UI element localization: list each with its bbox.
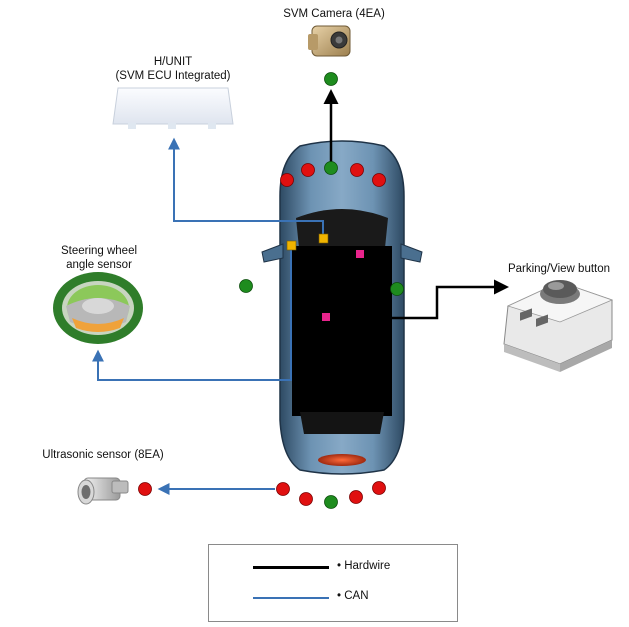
- front-camera-dot: [324, 161, 338, 175]
- legend-hardwire-label: • Hardwire: [337, 560, 391, 572]
- svm-camera-icon: [308, 25, 351, 57]
- vehicle-top-view: [261, 140, 423, 475]
- parking-view-button-icon: [503, 280, 614, 372]
- legend-can-swatch: [253, 597, 329, 599]
- steering-sensor-label: Steering wheel: [60, 245, 138, 257]
- front-ultrasonic-dot: [280, 173, 294, 187]
- ultrasonic-sensor-label: Ultrasonic sensor (8EA): [42, 449, 164, 461]
- rear-camera-dot: [324, 495, 338, 509]
- svm-camera-label: SVM Camera (4EA): [283, 8, 385, 20]
- ecu-module-square: [318, 233, 329, 244]
- legend-hardwire-swatch: [253, 566, 329, 569]
- rear-ultrasonic-dot: [276, 482, 290, 496]
- steering-wheel-icon: [53, 272, 143, 344]
- right-camera-dot: [390, 282, 404, 296]
- front-ultrasonic-dot: [301, 163, 315, 177]
- rear-ultrasonic-dot: [349, 490, 363, 504]
- steering-sensor-sublabel: angle sensor: [66, 259, 132, 271]
- legend-can-label: • CAN: [337, 590, 369, 602]
- parking-view-button-label: Parking/View button: [507, 263, 611, 275]
- module-square: [322, 313, 330, 321]
- left-camera-dot: [239, 279, 253, 293]
- can-to-steering-sensor: [92, 246, 292, 381]
- hardwire-to-parking-button: [326, 279, 509, 320]
- front-ultrasonic-dot: [372, 173, 386, 187]
- can-to-h-unit: [168, 137, 324, 238]
- ecu-module-square: [286, 240, 297, 251]
- rear-ultrasonic-dot: [372, 481, 386, 495]
- front-ultrasonic-dot: [350, 163, 364, 177]
- rear-ultrasonic-dot: [138, 482, 152, 496]
- front-sensor-dots: [280, 161, 386, 187]
- h-unit-label: H/UNIT: [153, 56, 193, 68]
- rear-sensor-dots: [138, 481, 386, 509]
- ultrasonic-sensor-icon: [77, 477, 129, 505]
- h-unit-ecu-icon: [112, 87, 234, 129]
- rear-ultrasonic-dot: [299, 492, 313, 506]
- svm-camera-dot: [324, 72, 338, 86]
- legend: • Hardwire • CAN: [208, 544, 458, 622]
- module-square: [356, 250, 364, 258]
- h-unit-sublabel: (SVM ECU Integrated): [115, 70, 231, 82]
